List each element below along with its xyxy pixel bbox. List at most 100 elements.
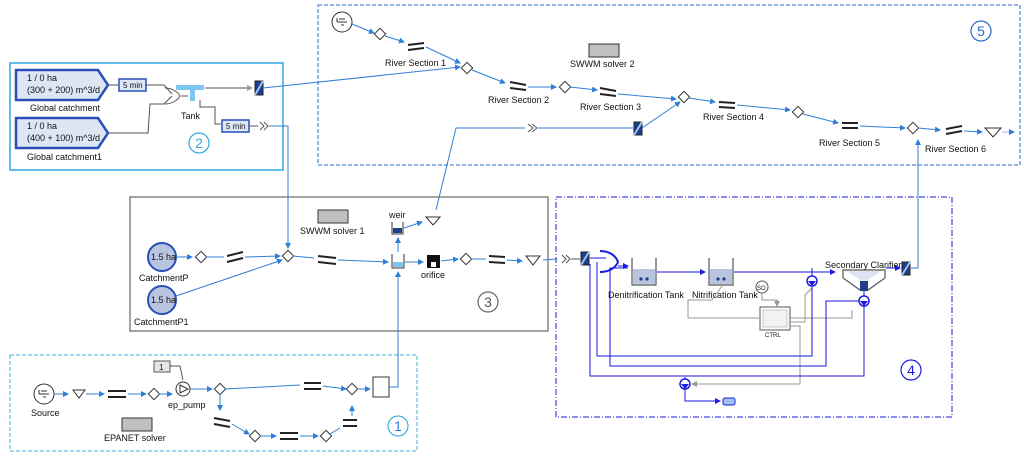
river-section-6-icon[interactable] bbox=[945, 125, 963, 135]
storage-node-icon[interactable] bbox=[391, 254, 405, 269]
river-outfall-icon[interactable] bbox=[983, 127, 1003, 138]
ctrl-label: CTRL bbox=[765, 333, 781, 339]
tank-label: Tank bbox=[181, 111, 201, 121]
source-icon[interactable] bbox=[33, 383, 55, 405]
mixer-icon[interactable] bbox=[164, 87, 181, 105]
svg-text:(300 + 200) m^3/d: (300 + 200) m^3/d bbox=[27, 85, 100, 95]
global-catchment-1[interactable]: 1 / 0 ha (400 + 100) m^3/d bbox=[14, 116, 110, 150]
river-junction-4[interactable] bbox=[677, 90, 691, 104]
swwm-solver-1[interactable] bbox=[317, 209, 349, 224]
catchment-p[interactable]: 1.5 ha bbox=[147, 242, 177, 272]
constant-block[interactable]: 1 bbox=[153, 360, 171, 373]
nitrification-tank[interactable] bbox=[708, 258, 734, 286]
swwm-solver-2[interactable] bbox=[588, 43, 620, 58]
svg-text:1: 1 bbox=[159, 363, 164, 372]
delay-block-1[interactable]: 5 min bbox=[118, 78, 147, 92]
epanet-junction-2[interactable] bbox=[213, 382, 227, 396]
outport-icon[interactable] bbox=[259, 121, 269, 131]
so-sensor[interactable]: SO bbox=[755, 280, 769, 294]
svg-text:4: 4 bbox=[907, 362, 915, 378]
catchment-p-label: CatchmentP bbox=[139, 273, 189, 283]
splitter-3-icon[interactable] bbox=[679, 378, 691, 390]
wwtp-inport-icon[interactable] bbox=[561, 254, 571, 264]
svg-text:1: 1 bbox=[394, 418, 402, 434]
group-5-badge: 5 bbox=[970, 20, 992, 42]
splitter-2-icon[interactable] bbox=[858, 295, 870, 307]
weir-label: weir bbox=[388, 210, 406, 220]
converter-1[interactable] bbox=[254, 80, 264, 96]
pipe-5-icon[interactable] bbox=[343, 419, 357, 427]
epanet-junction-4[interactable] bbox=[319, 429, 333, 443]
river-junction-6[interactable] bbox=[906, 121, 920, 135]
global-catchment[interactable]: 1 / 0 ha (300 + 200) m^3/d bbox=[14, 68, 110, 102]
epanet-output-block[interactable] bbox=[372, 376, 390, 398]
wwtp-out-converter[interactable] bbox=[901, 261, 911, 276]
group-4-frame bbox=[555, 196, 953, 418]
epanet-junction-1[interactable] bbox=[147, 387, 161, 401]
pipe-3-icon[interactable] bbox=[213, 417, 231, 428]
reservoir-icon[interactable] bbox=[72, 389, 86, 399]
group-4-badge: 4 bbox=[900, 359, 922, 381]
ep-pump-label: ep_pump bbox=[168, 400, 206, 410]
river-section-3-label: River Section 3 bbox=[580, 102, 641, 112]
river-source-icon[interactable] bbox=[331, 11, 353, 33]
river-section-1-label: River Section 1 bbox=[385, 58, 446, 68]
orifice-icon[interactable] bbox=[427, 255, 440, 268]
epanet-junction-5[interactable] bbox=[345, 382, 359, 396]
svg-text:(400 + 100) m^3/d: (400 + 100) m^3/d bbox=[27, 133, 100, 143]
pipe-2-icon[interactable] bbox=[304, 382, 321, 390]
svg-text:1 / 0 ha: 1 / 0 ha bbox=[27, 73, 57, 83]
svg-text:2: 2 bbox=[195, 135, 203, 151]
sludge-outport-icon[interactable] bbox=[722, 397, 736, 406]
nitrification-tank-label: Nitrification Tank bbox=[692, 290, 758, 300]
main-outfall-icon[interactable] bbox=[524, 255, 542, 266]
catchment-p1[interactable]: 1.5 ha bbox=[147, 285, 177, 315]
wwtp-converter[interactable] bbox=[580, 251, 590, 266]
svg-text:SO: SO bbox=[757, 286, 766, 292]
river-junction-3[interactable] bbox=[558, 80, 572, 94]
source-label: Source bbox=[31, 408, 60, 418]
delay-block-2[interactable]: 5 min bbox=[221, 119, 250, 133]
river-section-3-icon[interactable] bbox=[599, 87, 617, 97]
weir-icon[interactable] bbox=[391, 222, 404, 235]
river-section-5-icon[interactable] bbox=[842, 122, 858, 129]
river-section-1-icon[interactable] bbox=[407, 42, 425, 51]
orifice-junction[interactable] bbox=[459, 252, 473, 266]
river-inport-icon[interactable] bbox=[527, 123, 538, 133]
ep-pump-icon[interactable] bbox=[175, 381, 191, 397]
conduit-2-icon[interactable] bbox=[317, 255, 337, 265]
conduit-1-icon[interactable] bbox=[226, 251, 244, 263]
catchment-junction[interactable] bbox=[194, 250, 208, 264]
river-section-2-icon[interactable] bbox=[509, 81, 527, 91]
splitter-1-icon[interactable] bbox=[806, 275, 818, 287]
pipe-1-icon[interactable] bbox=[108, 390, 126, 398]
river-converter-2[interactable] bbox=[633, 121, 643, 136]
river-section-5-label: River Section 5 bbox=[819, 138, 880, 148]
epanet-solver[interactable] bbox=[121, 417, 153, 432]
river-junction-1[interactable] bbox=[373, 27, 387, 41]
denitrification-tank[interactable] bbox=[631, 258, 657, 286]
river-junction-5[interactable] bbox=[791, 105, 805, 119]
river-junction-2[interactable] bbox=[460, 61, 474, 75]
group-3-badge: 3 bbox=[477, 291, 499, 313]
svg-text:5 min: 5 min bbox=[123, 81, 143, 90]
river-section-4-icon[interactable] bbox=[718, 101, 736, 109]
svg-text:5: 5 bbox=[977, 23, 985, 39]
secondary-clarifier[interactable] bbox=[842, 269, 886, 291]
pipe-4-icon[interactable] bbox=[280, 432, 298, 440]
swwm-solver-2-label: SWWM solver 2 bbox=[570, 59, 635, 69]
group-1-frame bbox=[9, 354, 418, 452]
weir-outfall-icon[interactable] bbox=[424, 216, 442, 226]
group-5-frame bbox=[317, 4, 1021, 166]
tank-icon[interactable] bbox=[176, 85, 204, 101]
global-catchment-1-label: Global catchment1 bbox=[27, 152, 102, 162]
wwtp-mixer-icon[interactable] bbox=[599, 250, 620, 273]
conduit-3-icon[interactable] bbox=[488, 255, 506, 264]
main-junction[interactable] bbox=[281, 249, 295, 263]
epanet-solver-label: EPANET solver bbox=[104, 433, 166, 443]
swwm-solver-1-label: SWWM solver 1 bbox=[300, 226, 365, 236]
ctrl-block[interactable] bbox=[759, 306, 791, 331]
denitrification-tank-label: Denitrification Tank bbox=[608, 290, 684, 300]
orifice-label: orifice bbox=[421, 270, 445, 280]
epanet-junction-3[interactable] bbox=[248, 429, 262, 443]
